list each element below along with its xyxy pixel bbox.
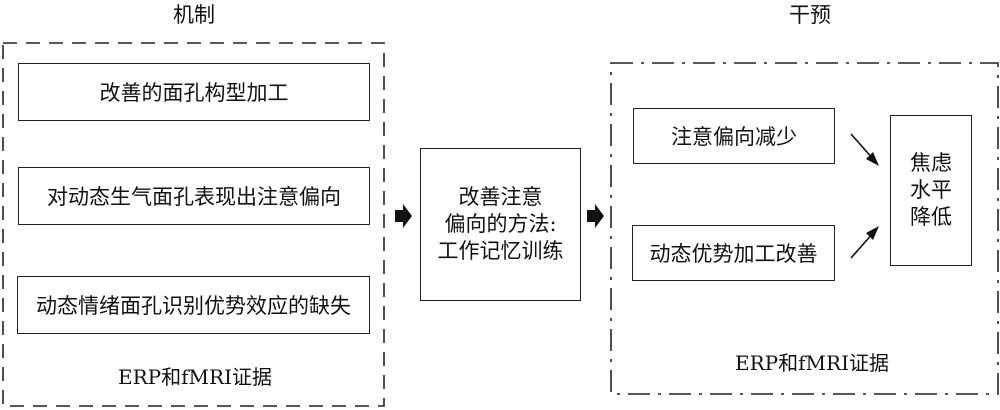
- arrowhead-icon: [866, 152, 879, 166]
- mechanism-box-dynamic-advantage-absence: 动态情绪面孔识别优势效应的缺失: [17, 276, 370, 334]
- intervention-box-dynamic-advantage-improved: 动态优势加工改善: [632, 225, 835, 281]
- outcome-line: 焦虑: [910, 150, 952, 175]
- block-right-arrow-icon: [587, 204, 604, 228]
- method-line: 工作记忆训练: [437, 239, 564, 264]
- mechanism-box-label: 动态情绪面孔识别优势效应的缺失: [36, 294, 351, 318]
- outcome-line: 降低: [910, 205, 952, 230]
- block-right-arrow-icon: [395, 204, 412, 228]
- intervention-box-attention-bias-reduced: 注意偏向减少: [633, 108, 835, 164]
- intervention-box-label: 动态优势加工改善: [649, 242, 818, 266]
- mechanism-box-label: 改善的面孔构型加工: [99, 81, 289, 105]
- mechanism-evidence-label: ERP和fMRI证据: [118, 365, 272, 389]
- outcome-line: 水平: [910, 177, 952, 202]
- intervention-title: 干预: [789, 3, 831, 27]
- mechanism-title: 机制: [173, 3, 215, 27]
- mechanism-box-attention-bias: 对动态生气面孔表现出注意偏向: [18, 167, 370, 225]
- mechanism-frame: [2, 42, 385, 407]
- intervention-box-label: 注意偏向减少: [671, 125, 797, 149]
- intervention-frame: [610, 62, 999, 395]
- arrowhead-icon: [866, 226, 879, 240]
- mechanism-box-label: 对动态生气面孔表现出注意偏向: [47, 185, 341, 209]
- mechanism-box-configural-processing: 改善的面孔构型加工: [18, 63, 370, 121]
- outcome-box-anxiety-reduced: 焦虑 水平 降低: [890, 115, 972, 266]
- method-line: 改善注意: [458, 184, 543, 209]
- method-box: 改善注意 偏向的方法: 工作记忆训练: [420, 148, 581, 301]
- intervention-evidence-label: ERP和fMRI证据: [735, 351, 889, 375]
- method-line: 偏向的方法:: [444, 211, 557, 236]
